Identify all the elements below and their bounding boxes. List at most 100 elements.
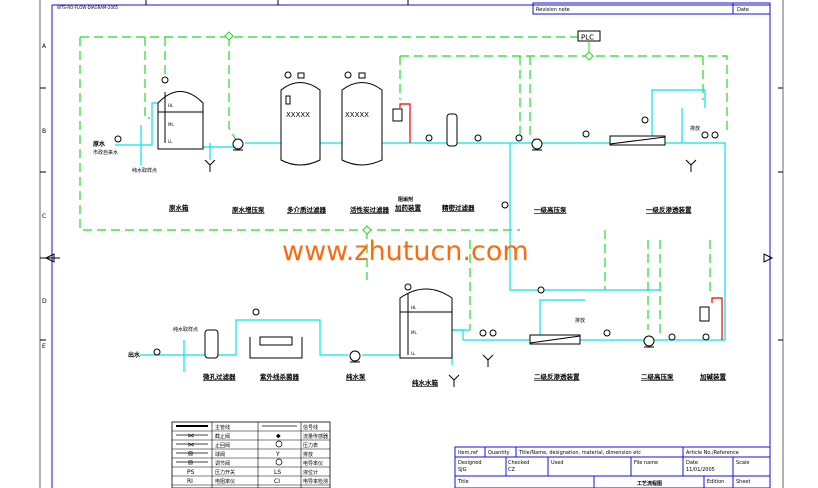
row-letter-d: D bbox=[42, 298, 47, 305]
conductivity-meter-icon bbox=[275, 458, 283, 466]
multi-media-filter: XXXXX bbox=[280, 71, 321, 166]
tb-title-name-label: Title/Name, designation, material, dimen… bbox=[518, 450, 641, 456]
uv-sterilizer bbox=[249, 336, 303, 359]
tb-checked-label: Checked bbox=[508, 460, 529, 466]
label-pure-tank: 纯水水箱 bbox=[412, 378, 439, 387]
instrument-gauges bbox=[153, 116, 719, 356]
level-ll: LL bbox=[168, 139, 173, 144]
globe-valve-icon: ⋈ bbox=[188, 433, 194, 440]
level-hl: HL bbox=[411, 305, 417, 310]
legend-label: 压力开关 bbox=[215, 469, 235, 476]
legend-label: 止回阀 bbox=[215, 442, 230, 449]
tb-edition-label: Edition bbox=[707, 479, 724, 485]
label-ro2-unit: 二级反渗透装置 bbox=[534, 372, 580, 381]
carbon-filter: XXXXX bbox=[341, 71, 383, 166]
label-precision-filter: 精密过滤器 bbox=[442, 203, 475, 212]
row-letter-b: B bbox=[42, 128, 46, 135]
svg-text:XXXXX: XXXXX bbox=[345, 111, 369, 119]
raw-water-tank: HL ML LL bbox=[157, 76, 204, 150]
plc-label: PLC bbox=[581, 34, 594, 42]
micro-filter bbox=[204, 329, 219, 359]
label-uv: 紫外线杀菌器 bbox=[260, 372, 300, 381]
label-raw-pump: 原水增压泵 bbox=[232, 205, 265, 214]
ro2-pump-icon bbox=[643, 335, 655, 348]
outlet-label: 出水 bbox=[128, 351, 141, 359]
legend-table: ⋈ ⋈ ⊠ ⊠ ◆ Y PS RI LS CI 主管线 截止阀 止回阀 球阀 调… bbox=[171, 421, 331, 488]
ro2-membrane bbox=[529, 334, 581, 345]
legend-label: 排放 bbox=[303, 451, 313, 458]
raw-inlet-label: 原水 bbox=[93, 140, 106, 148]
pure-water-tank: HL ML LL bbox=[399, 283, 453, 359]
tb-designed-value: SJG bbox=[458, 467, 467, 473]
level-ll: LL bbox=[411, 351, 416, 356]
legend-label: 信号线 bbox=[303, 424, 318, 431]
legend-symbol: CI bbox=[274, 478, 280, 485]
label-antiscalant: 阻垢剂 bbox=[398, 196, 413, 203]
equipment-labels: 原水箱 原水增压泵 多介质过滤器 活性炭过滤器 阻垢剂 加药装置 精密过滤器 一… bbox=[169, 196, 727, 387]
tb-used-label: Used bbox=[551, 460, 564, 466]
raw-inlet: 原水 市政自来水 纯水取样点 bbox=[93, 135, 157, 174]
label-antiscalant-device: 加药装置 bbox=[394, 203, 422, 212]
legend-label: 电导率检测 bbox=[303, 478, 328, 485]
control-valve-icon: ⊠ bbox=[188, 460, 193, 467]
legend-symbol: LS bbox=[274, 469, 281, 476]
row-letter-e: E bbox=[42, 343, 46, 350]
label-micro-filter: 微孔过滤器 bbox=[202, 372, 236, 381]
pressure-gauge-icon bbox=[275, 440, 283, 448]
level-ml: ML bbox=[168, 122, 174, 127]
tb-title-value: 工艺流程图 bbox=[637, 480, 662, 487]
level-ml: ML bbox=[411, 330, 417, 335]
antiscalant-dosing bbox=[392, 108, 403, 122]
legend-label: 压力表 bbox=[303, 442, 318, 449]
legend-symbol: PS bbox=[187, 469, 195, 476]
drain-icon bbox=[204, 159, 697, 387]
drain-label: 排放 bbox=[575, 317, 585, 324]
legend-label: 电导率仪 bbox=[303, 460, 323, 467]
label-carbon-filter: 活性炭过滤器 bbox=[350, 205, 390, 214]
signal-lines: PLC bbox=[79, 30, 728, 335]
label-ro1-pump: 一级高压泵 bbox=[534, 205, 567, 214]
svg-text:XXXXX: XXXXX bbox=[286, 111, 310, 119]
outlet: 出水 纯水取样点 bbox=[128, 326, 198, 359]
flow-sensor-icon: ◆ bbox=[276, 433, 281, 440]
label-ro2-pump: 二级高压泵 bbox=[641, 372, 674, 381]
tb-scale-label: Scale bbox=[736, 460, 749, 466]
level-hl: HL bbox=[168, 103, 174, 108]
drain-icon: Y bbox=[275, 451, 280, 458]
signal-junction-icon bbox=[362, 225, 372, 235]
row-letter-c: C bbox=[42, 213, 46, 220]
label-ro1-unit: 一级反渗透装置 bbox=[646, 205, 692, 214]
drain-label: 排放 bbox=[690, 125, 700, 132]
tb-quantity-label: Quantity bbox=[488, 450, 510, 456]
row-letter-a: A bbox=[42, 43, 47, 50]
label-pure-pump: 纯水泵 bbox=[346, 372, 366, 381]
alkali-dosing bbox=[699, 306, 710, 322]
tb-checked-value: CZ bbox=[508, 467, 515, 473]
signal-junction-icon bbox=[584, 51, 594, 61]
check-valve-icon: ⋈ bbox=[188, 442, 194, 449]
legend-label: 液位计 bbox=[303, 469, 318, 476]
tb-designed-label: Designed bbox=[458, 460, 482, 466]
sample-point-label: 纯水取样点 bbox=[132, 167, 157, 174]
label-mmf: 多介质过滤器 bbox=[287, 205, 327, 214]
drawing-frame: A B C D E WTS-RO-FLOW-DIAGRAM-2005 Revis… bbox=[39, 0, 784, 488]
legend-symbol: RI bbox=[187, 478, 193, 485]
legend-label: 主管线 bbox=[215, 424, 230, 431]
sample-point-label: 纯水取样点 bbox=[173, 326, 198, 333]
revision-date-label: Date bbox=[737, 7, 749, 13]
tb-title-label: Title bbox=[457, 479, 469, 485]
tb-file-label: File name bbox=[634, 460, 658, 466]
drawing-code: WTS-RO-FLOW-DIAGRAM-2005 bbox=[57, 5, 119, 10]
tb-date-label: Date bbox=[686, 460, 698, 466]
signal-junction-icon bbox=[224, 31, 234, 41]
legend-label: 调节阀 bbox=[215, 460, 230, 467]
raw-water-pump-icon bbox=[232, 138, 244, 151]
label-alkali-dosing: 加碱装置 bbox=[699, 372, 727, 381]
legend-label: 流量传感器 bbox=[303, 433, 328, 440]
raw-inlet-source: 市政自来水 bbox=[93, 149, 118, 156]
title-block: Item,ref Quantity Title/Name, designatio… bbox=[454, 446, 771, 488]
tb-date-value: 11/01/2005 bbox=[686, 467, 715, 473]
ball-valve-icon: ⊠ bbox=[188, 451, 193, 458]
revision-note-label: Revision note bbox=[536, 7, 570, 13]
